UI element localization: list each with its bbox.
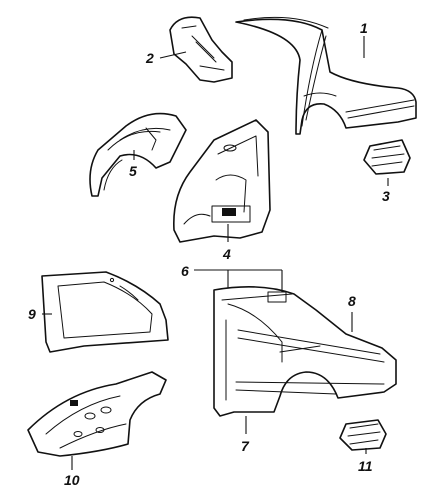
callout-11: 11 bbox=[358, 458, 373, 474]
part-small-panel-lower bbox=[339, 419, 387, 451]
part-small-panel-upper bbox=[363, 139, 411, 175]
callout-10: 10 bbox=[64, 472, 80, 488]
callout-2: 2 bbox=[145, 50, 154, 66]
callout-1: 1 bbox=[360, 20, 368, 36]
part-body-side-assembly bbox=[213, 286, 397, 417]
callout-8: 8 bbox=[348, 293, 356, 309]
part-pillar-panel bbox=[169, 16, 233, 83]
part-floor-panel bbox=[27, 371, 167, 457]
callout-3: 3 bbox=[382, 188, 390, 204]
leader-lines bbox=[42, 36, 389, 470]
part-quarter-panel bbox=[235, 16, 417, 135]
callout-9: 9 bbox=[28, 306, 36, 322]
callout-5: 5 bbox=[129, 163, 137, 179]
part-wheelhouse-inner bbox=[173, 119, 271, 243]
callout-6: 6 bbox=[181, 263, 189, 279]
leader-2 bbox=[159, 51, 187, 59]
callout-labels: 1 2 3 4 5 6 7 8 9 10 11 bbox=[28, 20, 390, 488]
part-window-frame bbox=[41, 271, 169, 353]
part-wheelhouse-outer bbox=[89, 112, 187, 197]
callout-7: 7 bbox=[241, 438, 250, 454]
callout-4: 4 bbox=[222, 246, 231, 262]
